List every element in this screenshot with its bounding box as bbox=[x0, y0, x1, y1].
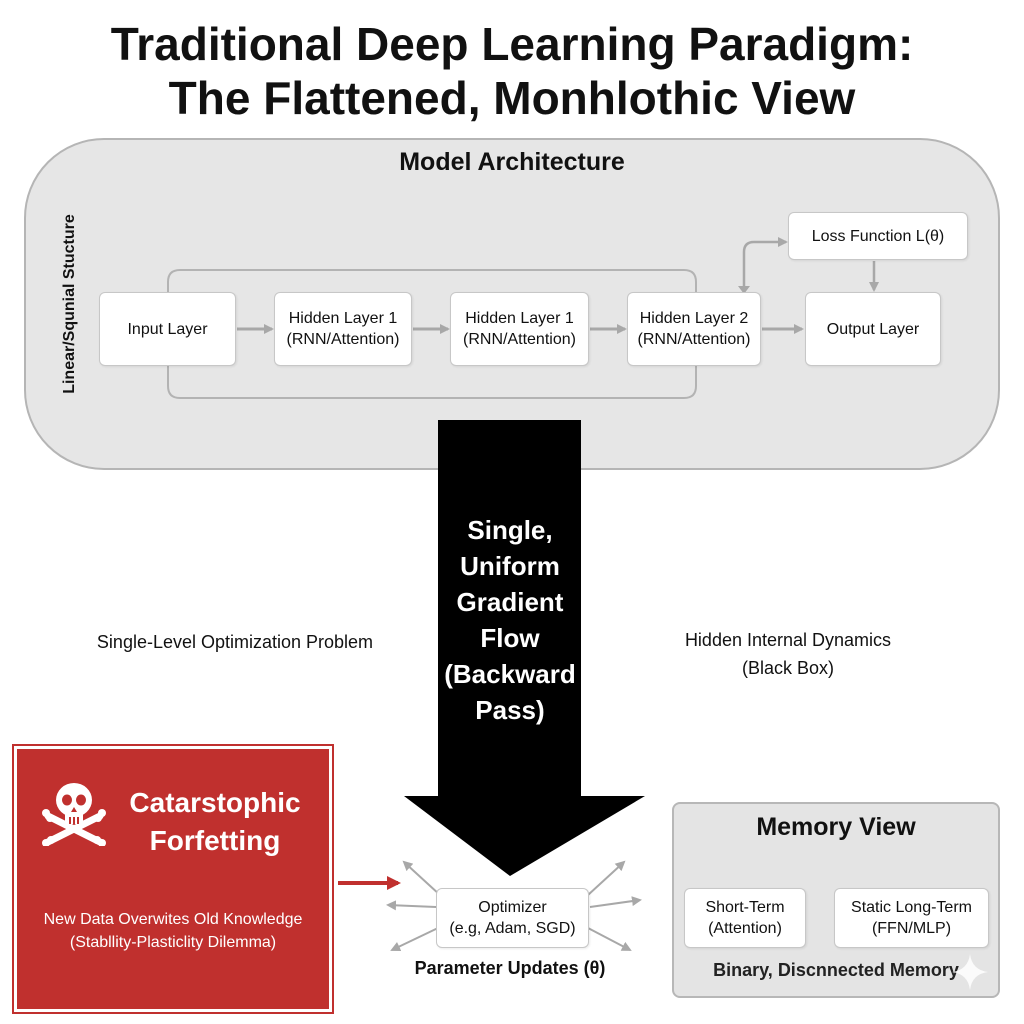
single-level-optimization-label: Single-Level Optimization Problem bbox=[96, 632, 374, 652]
cf-title-line: Forfetting bbox=[149, 825, 281, 856]
hidden-layer-label: Hidden Layer 1 bbox=[288, 310, 398, 327]
parameter-updates-label: Parameter Updates (θ) bbox=[414, 958, 606, 978]
cf-sub-line: New Data Overwites Old Knowledge bbox=[43, 911, 303, 928]
optimizer-ray bbox=[402, 860, 441, 896]
catastrophic-forgetting-subtitle: New Data Overwites Old Knowledge (Stabll… bbox=[14, 908, 332, 954]
optimizer-label: Optimizer bbox=[478, 899, 547, 916]
gradient-flow-arrow bbox=[404, 420, 645, 876]
optimizer-box: Optimizer (e.g, Adam, SGD) bbox=[436, 888, 589, 948]
hidden-layer-label: Hidden Layer 2 bbox=[639, 310, 749, 327]
gradient-flow-line: Single, bbox=[467, 515, 553, 545]
skip-loop-connector bbox=[167, 269, 697, 399]
arrow-hidden2-up-head bbox=[738, 286, 750, 294]
hidden-layer-1b-box: Hidden Layer 1 (RNN/Attention) bbox=[450, 292, 589, 366]
optimizer-ray bbox=[386, 900, 437, 911]
arrow-hidden2-to-loss bbox=[742, 237, 788, 292]
model-architecture-title: Model Architecture bbox=[399, 148, 625, 176]
gradient-flow-line: (Backward bbox=[444, 659, 576, 689]
hidden-layer-label: Hidden Layer 1 bbox=[465, 310, 574, 327]
gradient-flow-text: Single, Uniform Gradient Flow (Backward … bbox=[430, 512, 590, 728]
short-term-label: Short-Term bbox=[705, 899, 785, 916]
hidden-dynamics-line: Hidden Internal Dynamics bbox=[684, 630, 892, 650]
hidden-layer-type: (RNN/Attention) bbox=[637, 331, 751, 348]
optimizer-ray bbox=[587, 860, 626, 896]
hidden-layer-2-box: Hidden Layer 2 (RNN/Attention) bbox=[627, 292, 761, 366]
hidden-layer-type: (RNN/Attention) bbox=[286, 331, 400, 348]
memory-view-title: Memory View bbox=[756, 813, 916, 841]
catastrophic-forgetting-title: Catarstophic Forfetting bbox=[100, 784, 330, 860]
long-term-type: (FFN/MLP) bbox=[871, 920, 952, 937]
long-term-memory-box: Static Long-Term (FFN/MLP) bbox=[834, 888, 989, 948]
input-layer-box: Input Layer bbox=[99, 292, 236, 366]
optimizer-ray bbox=[587, 927, 632, 951]
title-line-2: The Flattened, Monhlothic View bbox=[168, 72, 856, 124]
title-line-1: Traditional Deep Learning Paradigm: bbox=[110, 18, 914, 70]
optimizer-ray bbox=[589, 896, 642, 908]
loss-function-label: Loss Function L(θ) bbox=[811, 227, 945, 245]
hidden-layer-1-box: Hidden Layer 1 (RNN/Attention) bbox=[274, 292, 412, 366]
hidden-dynamics-label: Hidden Internal Dynamics (Black Box) bbox=[630, 626, 946, 682]
long-term-label: Static Long-Term bbox=[851, 899, 972, 916]
optimizer-ray bbox=[390, 927, 439, 952]
input-layer-label: Input Layer bbox=[127, 320, 208, 338]
gradient-flow-line: Pass) bbox=[475, 695, 545, 725]
gradient-flow-line: Flow bbox=[480, 623, 540, 653]
sparkle-icon bbox=[952, 954, 988, 990]
optimizer-examples: (e.g, Adam, SGD) bbox=[449, 920, 576, 937]
gradient-flow-line: Gradient bbox=[456, 587, 564, 617]
short-term-memory-box: Short-Term (Attention) bbox=[684, 888, 806, 948]
short-term-type: (Attention) bbox=[708, 920, 782, 937]
black-box-line: (Black Box) bbox=[741, 658, 835, 678]
gradient-flow-line: Uniform bbox=[460, 551, 560, 581]
skull-crossbones-icon bbox=[42, 783, 106, 846]
hidden-layer-type: (RNN/Attention) bbox=[463, 331, 576, 348]
memory-caption: Binary, Discnnected Memory bbox=[713, 960, 959, 980]
cf-title-line: Catarstophic bbox=[129, 787, 301, 818]
loss-function-box: Loss Function L(θ) bbox=[788, 212, 968, 260]
output-layer-label: Output Layer bbox=[826, 320, 920, 338]
output-layer-box: Output Layer bbox=[805, 292, 941, 366]
cf-sub-line: (Stabllity-Plasticlity Dilemma) bbox=[69, 934, 277, 951]
